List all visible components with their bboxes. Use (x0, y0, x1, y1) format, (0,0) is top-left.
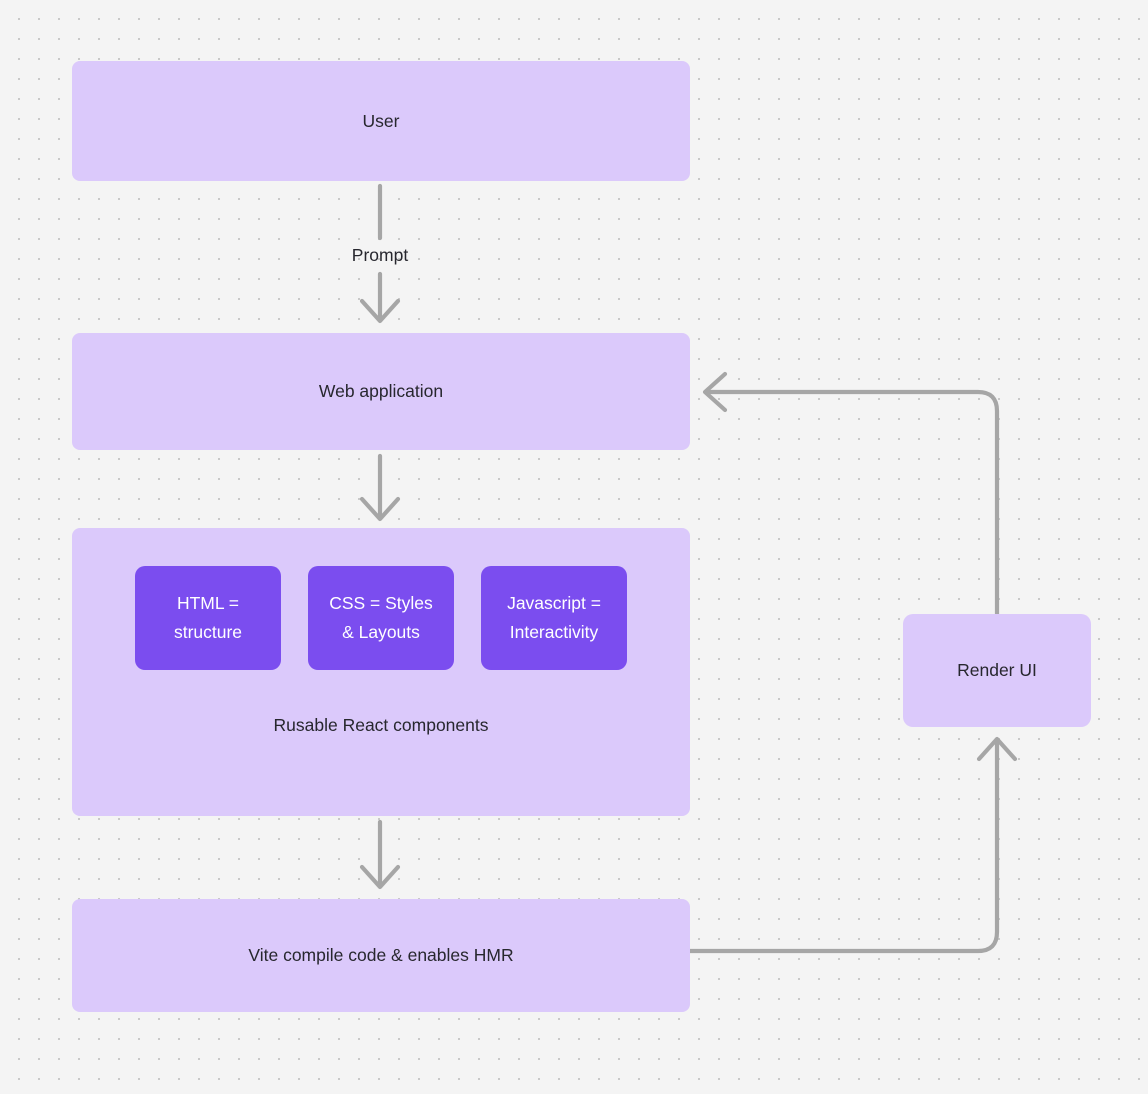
node-user[interactable]: User (72, 61, 690, 181)
edge-vite-to-render (687, 736, 1018, 954)
node-render-ui[interactable]: Render UI (903, 614, 1091, 727)
edge-label-prompt: Prompt (351, 245, 409, 265)
subnode-javascript[interactable]: Javascript = Interactivity (481, 566, 627, 670)
subnode-html[interactable]: HTML = structure (135, 566, 281, 670)
node-web-application[interactable]: Web application (72, 333, 690, 450)
node-react-components-caption: Rusable React components (273, 715, 489, 735)
subnode-javascript-label: Javascript = Interactivity (507, 593, 601, 642)
edge-render-to-webapp (702, 371, 1000, 617)
edge-webapp-to-components (359, 453, 401, 522)
subnode-css-label: CSS = Styles & Layouts (329, 593, 433, 642)
subnode-row: HTML = structure CSS = Styles & Layouts … (72, 566, 690, 670)
node-vite[interactable]: Vite compile code & enables HMR (72, 899, 690, 1012)
node-render-ui-label: Render UI (957, 660, 1037, 681)
node-web-application-label: Web application (318, 381, 444, 402)
edge-components-to-vite (359, 819, 401, 890)
subnode-html-label: HTML = structure (173, 593, 243, 642)
node-user-label: User (362, 110, 400, 131)
node-react-components-container[interactable]: HTML = structure CSS = Styles & Layouts … (72, 528, 690, 816)
node-vite-label: Vite compile code & enables HMR (248, 945, 514, 966)
subnode-css[interactable]: CSS = Styles & Layouts (308, 566, 454, 670)
